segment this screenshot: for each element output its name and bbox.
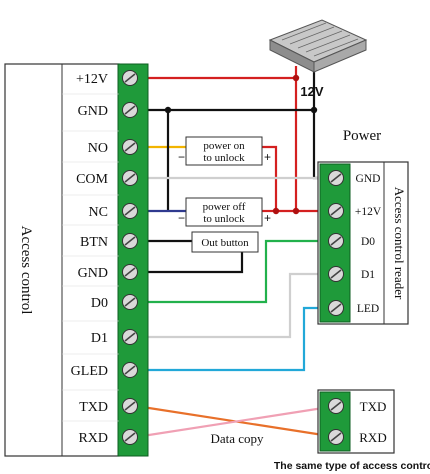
reader-terminal-d0-label: D0: [361, 236, 375, 248]
lock-power-on-line2: to unlock: [203, 152, 245, 164]
lock-power-on-line1: power on: [203, 140, 245, 152]
lock-power-off-box: [185, 197, 263, 227]
controller-terminal-nc-label: NC: [89, 205, 108, 220]
second-controller: TXD RXD The same type of access control: [274, 389, 430, 472]
out-button: Out button: [191, 231, 259, 253]
lock-power-on-box: [185, 136, 263, 166]
reader-terminal-led-screw: [328, 300, 344, 316]
second-controller-terminal-screws: [328, 398, 344, 445]
reader-terminal-d0-screw: [328, 233, 344, 249]
controller-terminal-gled-screw: [122, 362, 138, 378]
controller-terminal-rxd-label: RXD: [78, 431, 108, 446]
controller-terminal-d1-screw: [122, 329, 138, 345]
lock-power-off-line2: to unlock: [203, 213, 245, 225]
controller: Access control +12V GND NO COM NC BTN GND D0D1G…: [4, 63, 149, 457]
controller-terminal-block: [117, 63, 149, 457]
reader-title: Access control reader: [392, 187, 407, 300]
second-controller-terminal-labels: TXD RXD: [359, 399, 386, 445]
controller-terminal-gnd-screw: [122, 264, 138, 280]
reader-terminal-gnd-label: GND: [356, 173, 381, 185]
second-controller-terminal-rxd-label: RXD: [359, 430, 386, 445]
controller-terminal-plus-12v-label: +12V: [76, 72, 108, 87]
power-title: Power: [343, 128, 381, 144]
second-controller-terminal-rxd-screw: [328, 429, 344, 445]
controller-terminal-com-screw: [122, 170, 138, 186]
controller-terminal-d1-label: D1: [91, 331, 108, 346]
reader-terminal-block: [319, 163, 351, 323]
out-button-label: Out button: [201, 237, 249, 249]
wire-d1: [136, 272, 336, 339]
lock-power-on-plus: +: [264, 150, 271, 164]
second-controller-terminal-txd-label: TXD: [360, 399, 387, 414]
wire-12v: [136, 76, 336, 213]
junctions: [272, 74, 300, 215]
controller-terminal-nc-screw: [122, 203, 138, 219]
controller-terminal-d0-screw: [122, 294, 138, 310]
lock-power-on: power on to unlock − +: [178, 136, 271, 166]
lock-power-off-line1: power off: [203, 201, 246, 213]
reader-terminal-d1-screw: [328, 266, 344, 282]
controller-terminal-txd-label: TXD: [79, 400, 108, 415]
controller-terminal-rxd-screw: [122, 429, 138, 445]
lock-power-on-minus: −: [178, 150, 185, 164]
controller-terminal-d0-label: D0: [91, 296, 108, 311]
controller-terminal-plus-12v-screw: [122, 70, 138, 86]
wire-rxd-pink: [135, 404, 337, 439]
power-voltage-label: 12V: [300, 84, 323, 99]
reader-terminal-plus-12v-label: +12V: [355, 206, 382, 218]
lock-power-off: power off to unlock − +: [178, 197, 271, 227]
reader-terminal-d1-label: D1: [361, 269, 375, 281]
controller-terminal-com-label: COM: [76, 172, 108, 187]
out-button-box: [191, 231, 259, 253]
power-supply-image: [268, 19, 368, 73]
lock-power-off-plus: +: [264, 211, 271, 225]
second-controller-caption: The same type of access control: [274, 460, 430, 472]
controller-terminal-txd-screw: [122, 398, 138, 414]
controller-terminal-gled-label: GLED: [71, 364, 108, 379]
controller-terminal-gnd-label: GND: [78, 104, 108, 119]
reader-terminal-gnd-screw: [328, 170, 344, 186]
controller-terminal-btn-label: BTN: [80, 235, 108, 250]
controller-terminal-btn-screw: [122, 233, 138, 249]
reader-terminal-screws: [328, 170, 344, 316]
controller-terminal-no-label: NO: [88, 141, 108, 156]
reader-terminal-plus-12v-screw: [328, 203, 344, 219]
data-copy-label: Data copy: [210, 431, 264, 446]
reader-terminal-led-label: LED: [357, 303, 379, 315]
lock-power-off-minus: −: [178, 211, 185, 225]
wire-d0: [136, 239, 336, 304]
controller-title: Access control: [18, 226, 34, 315]
controller-terminal-screws: [122, 70, 138, 445]
controller-terminal-no-screw: [122, 139, 138, 155]
second-controller-terminal-txd-screw: [328, 398, 344, 414]
controller-terminal-gnd-screw: [122, 102, 138, 118]
wire-gled: [136, 306, 336, 372]
controller-terminal-gnd-label: GND: [78, 266, 108, 281]
